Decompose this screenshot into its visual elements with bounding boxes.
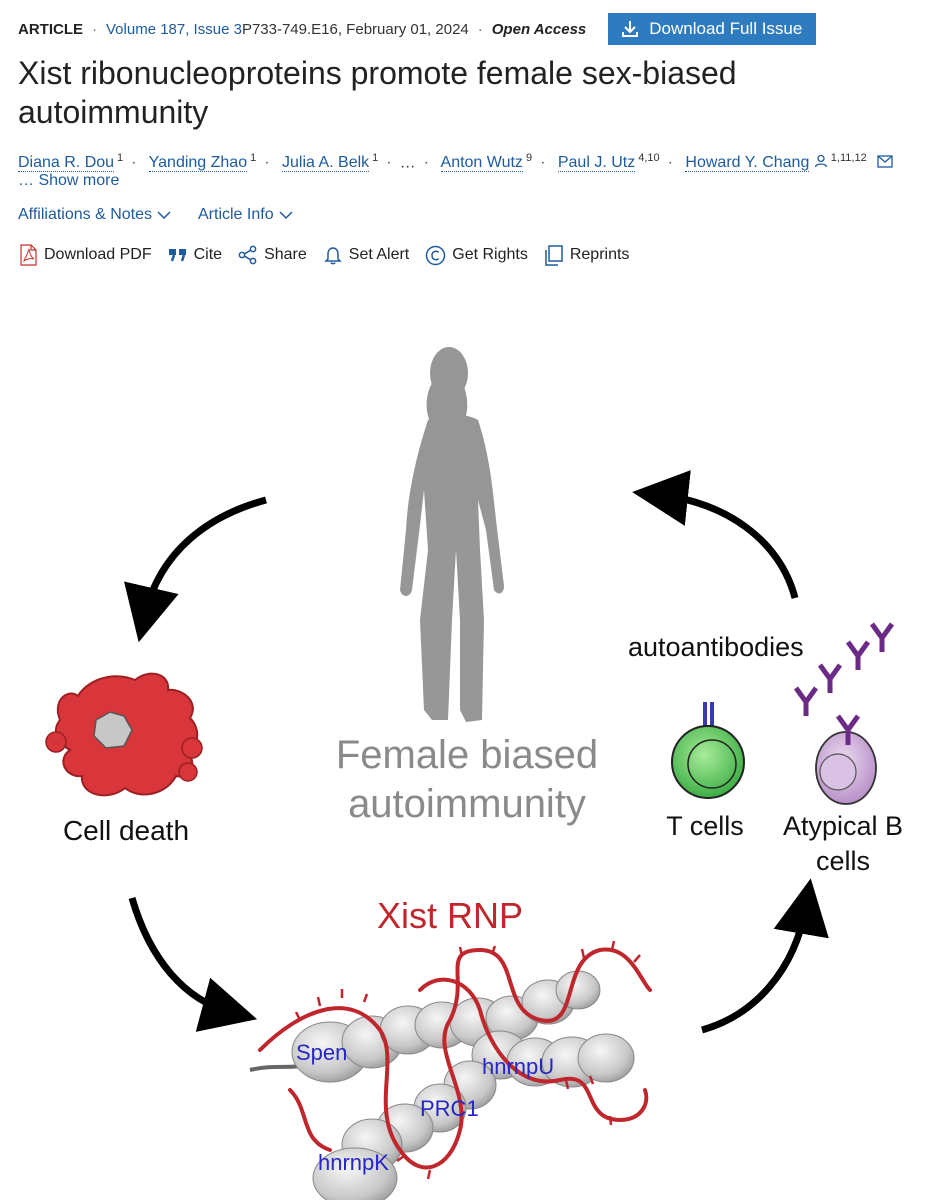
chevron-down-icon: [279, 211, 293, 220]
article-info-toggle[interactable]: Article Info: [198, 206, 294, 224]
author-affiliation: 1: [250, 152, 257, 164]
quote-icon: [168, 249, 186, 262]
separator-dot: ·: [477, 20, 483, 38]
author-affiliation: 1,11,12: [830, 152, 867, 164]
set-alert-label: Set Alert: [348, 246, 410, 263]
author-affiliation: 4,10: [638, 152, 660, 164]
xist-rnp-label: Xist RNP: [377, 895, 523, 936]
protein-label-spen: Spen: [296, 1040, 347, 1065]
share-icon: [238, 245, 257, 265]
expanders: Affiliations & Notes Article Info: [18, 206, 294, 224]
share-label: Share: [264, 246, 307, 263]
cite-button[interactable]: Cite: [168, 246, 222, 264]
protein-label-prc1: PRC1: [420, 1096, 479, 1121]
atypical-b-label-line2: cells: [816, 846, 870, 876]
author-affiliation: 1: [372, 152, 379, 164]
article-meta-row: ARTICLE · Volume 187, Issue 3 P733-749.E…: [18, 13, 918, 45]
download-pdf-button[interactable]: Download PDF: [18, 244, 152, 266]
xist-rnp-illustration: Spen hnrnpU PRC1 hnrnpK: [249, 940, 652, 1200]
open-access-badge: Open Access: [491, 20, 587, 38]
arrow-top-right: [632, 470, 799, 599]
center-label-line2: autoimmunity: [348, 782, 586, 826]
cell-death-label: Cell death: [63, 815, 189, 846]
author-affiliation: 1: [117, 152, 124, 164]
t-cell-illustration: [671, 702, 745, 799]
graphical-abstract: Female biased autoimmunity Cell death T …: [45, 347, 903, 1200]
get-rights-label: Get Rights: [452, 246, 528, 263]
reprints-button[interactable]: Reprints: [544, 244, 630, 266]
download-icon: [622, 21, 639, 37]
share-button[interactable]: Share: [238, 245, 307, 265]
download-pdf-label: Download PDF: [44, 246, 152, 263]
download-full-issue-button[interactable]: Download Full Issue: [608, 13, 817, 45]
arrow-bottom-left: [128, 897, 258, 1032]
article-type: ARTICLE: [18, 20, 83, 38]
protein-label-hnrnpu: hnrnpU: [482, 1054, 554, 1079]
person-icon: [814, 155, 827, 168]
protein-label-hnrnpk: hnrnpK: [318, 1150, 389, 1175]
download-full-issue-label: Download Full Issue: [649, 19, 803, 38]
rna-bases: [294, 940, 641, 1180]
chevron-down-icon: [157, 211, 171, 220]
arrow-bottom-right: [701, 878, 829, 1034]
author-link[interactable]: Julia A. Belk: [282, 154, 370, 173]
email-icon[interactable]: [877, 155, 893, 168]
author-link[interactable]: Yanding Zhao: [148, 154, 248, 173]
reprints-label: Reprints: [569, 246, 630, 263]
cite-label: Cite: [193, 246, 223, 263]
article-toolbar: Download PDF Cite Share Set Alert Get Ri…: [18, 244, 629, 266]
get-rights-button[interactable]: Get Rights: [425, 245, 528, 266]
author-link[interactable]: Diana R. Dou: [18, 154, 115, 173]
article-info-label: Article Info: [198, 206, 274, 223]
affiliations-notes-toggle[interactable]: Affiliations & Notes: [18, 206, 172, 224]
female-silhouette: [400, 347, 504, 722]
arrow-top-left: [124, 496, 267, 643]
affiliations-label: Affiliations & Notes: [18, 206, 152, 223]
b-cell-illustration: [815, 714, 877, 805]
author-affiliation: 9: [525, 152, 533, 164]
set-alert-button[interactable]: Set Alert: [323, 245, 409, 265]
author-link[interactable]: Paul J. Utz: [557, 154, 636, 173]
t-cells-label: T cells: [666, 811, 744, 841]
article-title: Xist ribonucleoproteins promote female s…: [18, 55, 737, 130]
author-link[interactable]: Howard Y. Chang: [685, 154, 810, 173]
center-label-line1: Female biased: [336, 733, 598, 777]
pages-date: P733-749.E16, February 01, 2024: [241, 20, 469, 38]
bell-icon: [323, 247, 342, 265]
atypical-b-label-line1: Atypical B: [783, 811, 903, 841]
reprints-icon: [545, 244, 563, 266]
authors-ellipsis: …: [399, 154, 416, 172]
show-more-authors-link[interactable]: … Show more: [18, 172, 120, 189]
cell-death-illustration: [45, 672, 203, 797]
pdf-icon: [20, 244, 37, 266]
volume-issue-link[interactable]: Volume 187, Issue 3: [106, 20, 242, 38]
autoantibodies-label: autoantibodies: [628, 632, 804, 662]
author-link[interactable]: Anton Wutz: [440, 154, 523, 173]
antibody-icons: [793, 622, 895, 716]
separator-dot: ·: [92, 20, 97, 38]
copyright-icon: [426, 245, 446, 265]
